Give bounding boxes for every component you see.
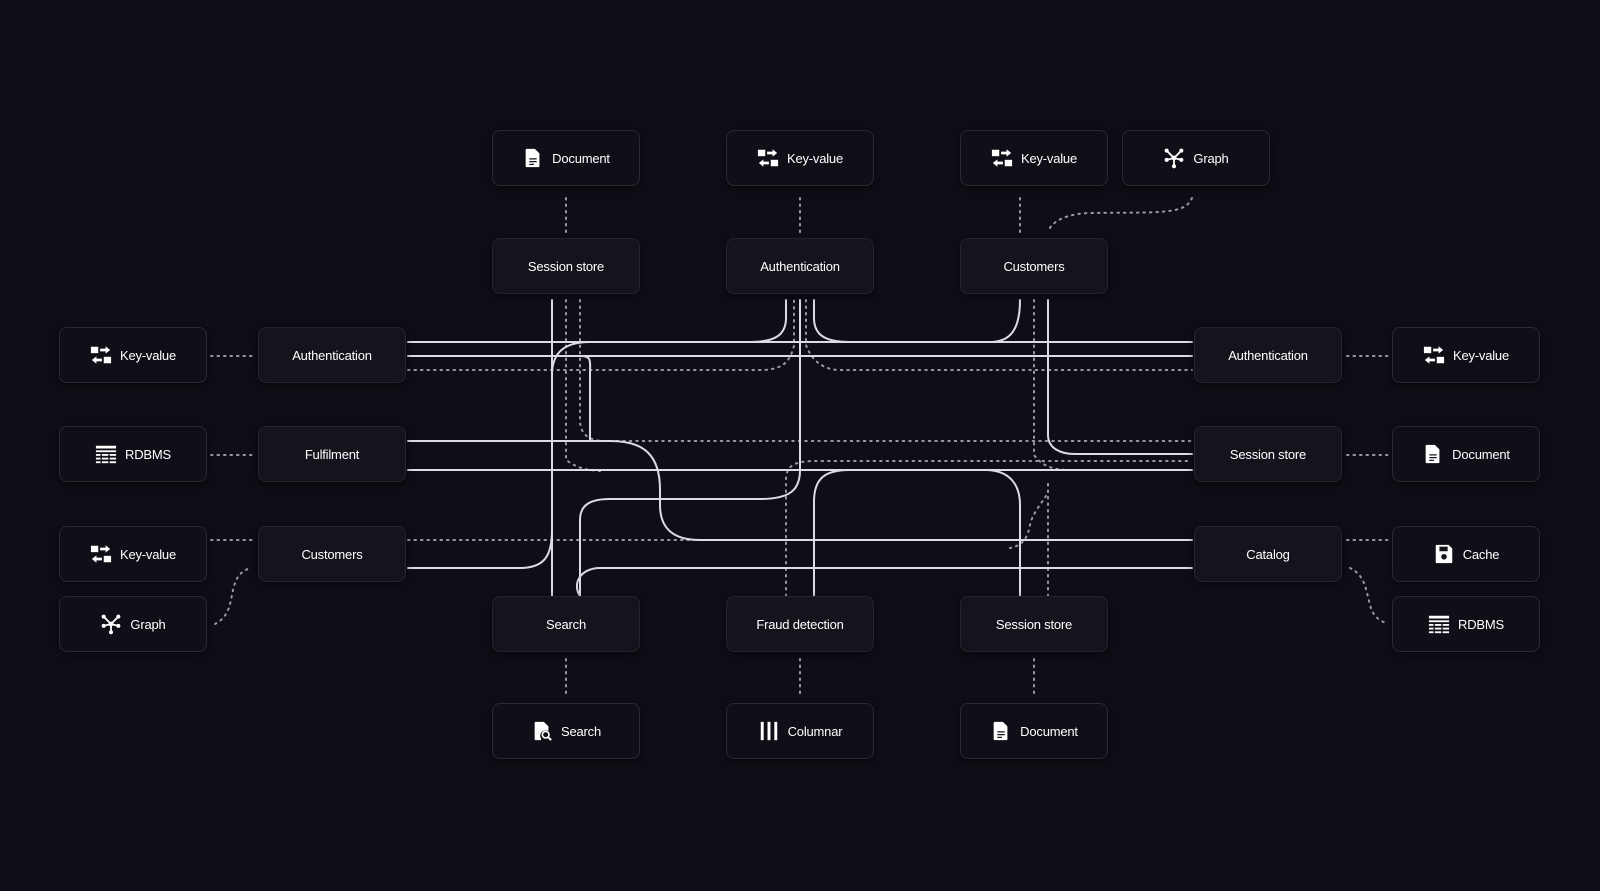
node-label: Key-value — [119, 546, 176, 562]
database-node-columnar[interactable]: Columnar — [726, 703, 874, 759]
node-label: RDBMS — [1458, 616, 1504, 632]
node-label: Key-value — [1452, 347, 1509, 363]
key-value-icon — [991, 147, 1013, 169]
database-node-document[interactable]: Document — [1392, 426, 1540, 482]
database-node-rdbms[interactable]: RDBMS — [1392, 596, 1540, 652]
database-node-key-value[interactable]: Key-value — [1392, 327, 1540, 383]
service-node-session-store[interactable]: Session store — [492, 238, 640, 294]
node-label: Session store — [995, 616, 1073, 632]
service-node-customers[interactable]: Customers — [960, 238, 1108, 294]
columnar-icon — [758, 720, 780, 742]
key-value-icon — [90, 543, 112, 565]
graph-icon — [1163, 147, 1185, 169]
rdbms-icon — [1428, 613, 1450, 635]
node-label: Cache — [1462, 546, 1500, 562]
node-label: Fulfilment — [304, 446, 360, 462]
document-icon — [1422, 443, 1444, 465]
node-label: Fraud detection — [756, 616, 844, 632]
rdbms-icon — [95, 443, 117, 465]
key-value-icon — [90, 344, 112, 366]
key-value-icon — [1423, 344, 1445, 366]
node-label: Columnar — [787, 723, 843, 739]
node-label: Authentication — [1228, 347, 1308, 363]
service-node-fulfilment[interactable]: Fulfilment — [258, 426, 406, 482]
node-label: Catalog — [1246, 546, 1290, 562]
node-label: Authentication — [292, 347, 372, 363]
node-label: Key-value — [786, 150, 843, 166]
service-node-authentication[interactable]: Authentication — [726, 238, 874, 294]
node-label: Search — [546, 616, 586, 632]
document-icon — [522, 147, 544, 169]
service-node-authentication[interactable]: Authentication — [1194, 327, 1342, 383]
database-node-search[interactable]: Search — [492, 703, 640, 759]
database-node-document[interactable]: Document — [960, 703, 1108, 759]
service-node-search[interactable]: Search — [492, 596, 640, 652]
document-icon — [990, 720, 1012, 742]
service-node-authentication[interactable]: Authentication — [258, 327, 406, 383]
graph-icon — [100, 613, 122, 635]
database-node-graph[interactable]: Graph — [1122, 130, 1270, 186]
database-node-key-value[interactable]: Key-value — [726, 130, 874, 186]
database-node-document[interactable]: Document — [492, 130, 640, 186]
node-label: Customers — [1003, 258, 1065, 274]
node-label: Session store — [527, 258, 605, 274]
search-db-icon — [531, 720, 553, 742]
service-node-fraud-detection[interactable]: Fraud detection — [726, 596, 874, 652]
node-label: Search — [561, 723, 601, 739]
node-label: Authentication — [760, 258, 840, 274]
database-node-cache[interactable]: Cache — [1392, 526, 1540, 582]
database-node-graph[interactable]: Graph — [59, 596, 207, 652]
node-label: Document — [1020, 723, 1078, 739]
node-label: Customers — [301, 546, 363, 562]
node-label: Graph — [1193, 150, 1229, 166]
service-node-session-store[interactable]: Session store — [1194, 426, 1342, 482]
key-value-icon — [757, 147, 779, 169]
service-node-customers[interactable]: Customers — [258, 526, 406, 582]
node-label: Session store — [1229, 446, 1307, 462]
cache-icon — [1433, 543, 1455, 565]
database-node-rdbms[interactable]: RDBMS — [59, 426, 207, 482]
node-label: Key-value — [119, 347, 176, 363]
service-node-catalog[interactable]: Catalog — [1194, 526, 1342, 582]
database-node-key-value[interactable]: Key-value — [960, 130, 1108, 186]
node-label: Document — [552, 150, 610, 166]
node-label: Document — [1452, 446, 1510, 462]
node-label: RDBMS — [125, 446, 171, 462]
service-node-session-store[interactable]: Session store — [960, 596, 1108, 652]
node-label: Graph — [130, 616, 166, 632]
database-node-key-value[interactable]: Key-value — [59, 327, 207, 383]
node-label: Key-value — [1020, 150, 1077, 166]
database-node-key-value[interactable]: Key-value — [59, 526, 207, 582]
